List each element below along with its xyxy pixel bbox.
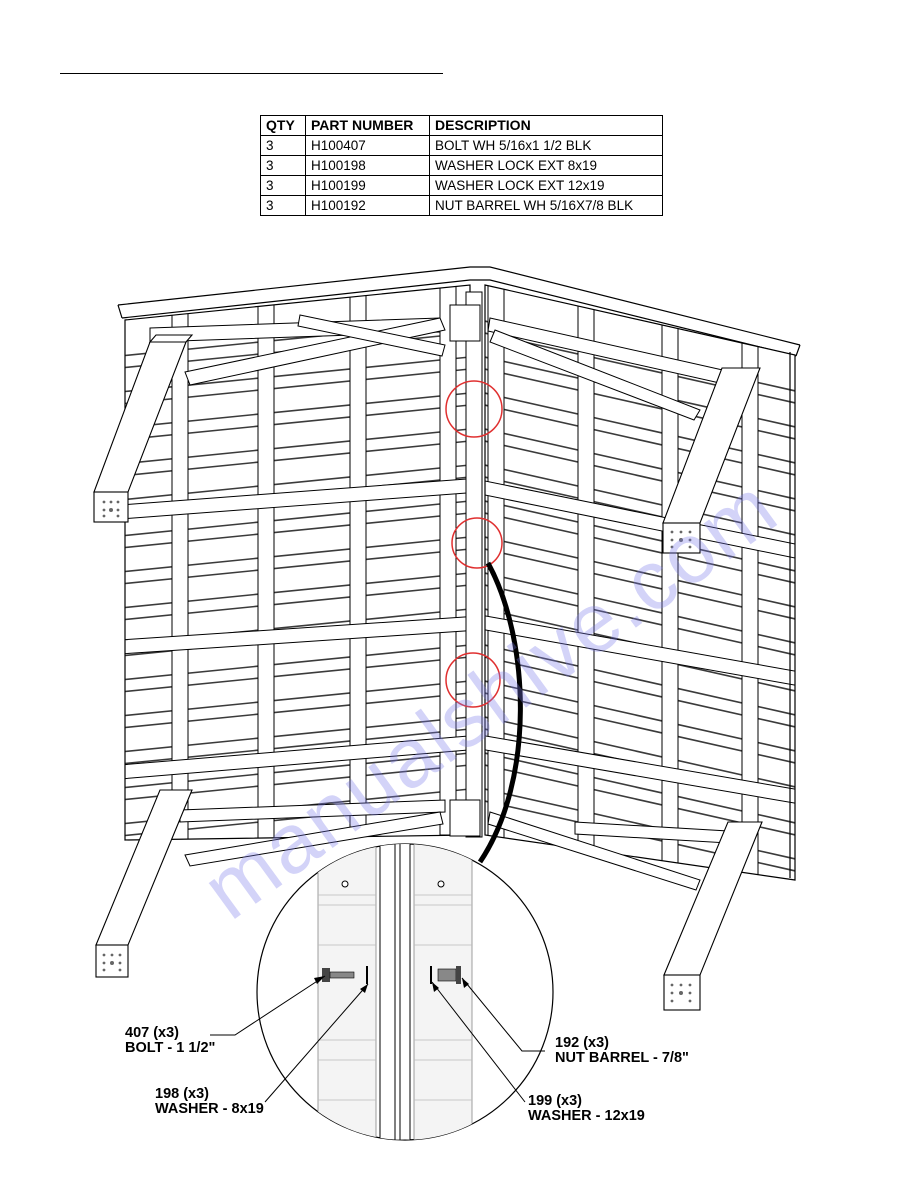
callout-nut-qty: 192 (x3) [555,1035,610,1051]
cell-description: WASHER LOCK EXT 12x19 [429,175,663,196]
callout-bolt-qty: 407 (x3) [125,1025,180,1041]
detail-view [256,843,554,1141]
cell-qty: 3 [260,195,306,216]
callout-washer-8x19-name: WASHER - 8x19 [155,1101,264,1117]
table-row: 3 H100198 WASHER LOCK EXT 8x19 [260,155,663,176]
cell-part-number: H100199 [305,175,430,196]
callout-leaders [210,975,545,1103]
table-row: 3 H100199 WASHER LOCK EXT 12x19 [260,175,663,196]
callout-washer-12x19-name: WASHER - 12x19 [528,1108,645,1124]
callout-nut-name: NUT BARREL - 7/8" [555,1050,689,1066]
highlight-circle-middle [451,517,503,569]
floor-braces [179,799,746,891]
left-upper-beam [93,334,194,523]
corner-post [449,291,483,838]
highlight-circle-bottom [445,652,501,708]
roof-edge [117,266,801,357]
cell-description: WASHER LOCK EXT 8x19 [429,155,663,176]
table-row: 3 H100407 BOLT WH 5/16x1 1/2 BLK [260,135,663,156]
callout-nut: 192 (x3) NUT BARREL - 7/8" [555,1036,689,1066]
detail-leader [477,561,523,864]
header-rule [60,73,443,74]
parts-table-header-row: QTY PART NUMBER DESCRIPTION [260,115,663,136]
header-part-number: PART NUMBER [305,115,430,136]
highlight-circles [445,380,503,708]
right-upper-beam [662,367,761,554]
parts-table: QTY PART NUMBER DESCRIPTION 3 H100407 BO… [260,115,663,216]
left-lower-beam [95,789,193,978]
callout-washer-12x19: 199 (x3) WASHER - 12x19 [528,1094,645,1124]
table-row: 3 H100192 NUT BARREL WH 5/16X7/8 BLK [260,195,663,216]
callout-bolt-name: BOLT - 1 1/2" [125,1040,216,1056]
callout-washer-12x19-qty: 199 (x3) [528,1093,583,1109]
right-lower-beam [663,821,763,1011]
left-wall-panel [125,285,470,840]
callout-bolt: 407 (x3) BOLT - 1 1/2" [125,1026,215,1056]
roof-braces [149,314,746,421]
header-description: DESCRIPTION [429,115,663,136]
highlight-circle-top [445,380,503,438]
callout-washer-8x19: 198 (x3) WASHER - 8x19 [155,1087,264,1117]
callout-washer-8x19-qty: 198 (x3) [155,1086,210,1102]
nut-icon [430,966,461,984]
bolt-icon [322,966,368,984]
cell-description: NUT BARREL WH 5/16X7/8 BLK [429,195,663,216]
cell-part-number: H100192 [305,195,430,216]
